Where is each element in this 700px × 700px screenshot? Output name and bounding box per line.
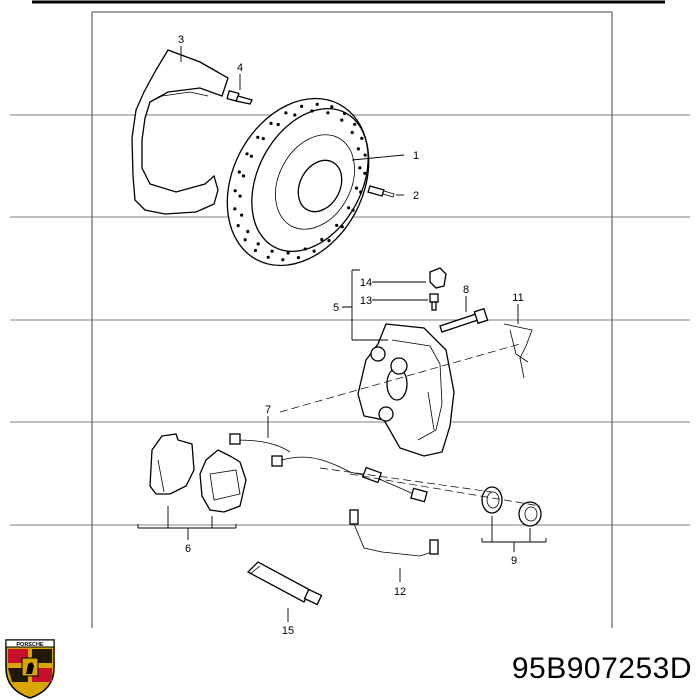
- disc-drill-hole: [233, 207, 237, 211]
- disc-drill-hole: [281, 258, 285, 262]
- piston-seal-small: [518, 501, 542, 527]
- disc-drill-hole: [266, 255, 270, 259]
- porsche-crest-logo: PORSCHE: [5, 639, 55, 699]
- brake-shield: [131, 49, 229, 215]
- disc-drill-hole: [249, 154, 253, 158]
- callout-15: 15: [282, 625, 294, 637]
- brake-line-12: [349, 509, 439, 557]
- disc-drill-hole: [236, 224, 240, 228]
- disc-drill-hole: [284, 111, 288, 115]
- spring-clip-11: [503, 323, 533, 379]
- callout-6: 6: [185, 543, 191, 555]
- brake-pad-left: [149, 433, 195, 495]
- disc-drill-hole: [243, 238, 247, 242]
- brake-disc: [226, 97, 370, 267]
- disc-drill-hole: [358, 166, 362, 170]
- brake-caliper: [357, 323, 455, 457]
- crest-wordmark: PORSCHE: [16, 642, 44, 648]
- disc-drill-hole: [354, 186, 359, 190]
- disc-drill-hole: [359, 190, 363, 194]
- callout-4: 4: [237, 62, 243, 74]
- wear-sensor-7: [229, 433, 428, 503]
- disc-drill-hole: [356, 147, 360, 151]
- grease-tube-15: [246, 561, 323, 606]
- callout-13: 13: [360, 295, 372, 307]
- disc-drill-hole: [347, 206, 351, 210]
- disc-drill-hole: [233, 189, 237, 193]
- disc-drill-hole: [310, 109, 314, 113]
- disc-drill-hole: [270, 249, 274, 253]
- disc-drill-hole: [245, 152, 249, 156]
- part-number: 95B907253D: [511, 652, 692, 685]
- disc-drill-hole: [350, 130, 354, 135]
- disc-drill-hole: [253, 248, 257, 253]
- disc-drill-hole: [351, 208, 355, 212]
- callout-1: 1: [413, 150, 419, 162]
- callout-5: 5: [333, 302, 339, 314]
- disc-drill-hole: [256, 242, 260, 246]
- disc-drill-hole: [320, 237, 324, 242]
- bolt-4: [226, 90, 253, 105]
- wheel-bolt-2: [367, 185, 395, 198]
- callout-leaders: [137, 46, 547, 622]
- disc-drill-hole: [237, 170, 241, 174]
- disc-drill-hole: [343, 111, 347, 116]
- disc-drill-hole: [269, 121, 273, 125]
- callout-11: 11: [512, 292, 523, 304]
- disc-drill-hole: [326, 111, 330, 115]
- disc-drill-hole: [363, 171, 367, 175]
- callout-7: 7: [265, 404, 271, 416]
- disc-drill-hole: [300, 104, 304, 108]
- disc-drill-hole: [296, 256, 300, 260]
- callout-labels: 3 4 1 2 14 13 5 8 11 7 6 9 12 15: [178, 34, 524, 637]
- disc-drill-hole: [293, 113, 297, 117]
- disc-drill-hole: [315, 102, 319, 106]
- callout-14: 14: [360, 277, 372, 289]
- disc-drill-hole: [340, 118, 344, 122]
- brake-pad-right: [199, 449, 247, 513]
- disc-drill-hole: [256, 135, 260, 139]
- callout-12: 12: [394, 586, 406, 598]
- disc-drill-hole: [340, 225, 344, 229]
- disc-drill-hole: [238, 194, 242, 198]
- disc-drill-hole: [335, 223, 339, 227]
- disc-drill-hole: [360, 136, 364, 140]
- disc-drill-hole: [312, 249, 316, 253]
- disc-drill-hole: [276, 122, 280, 127]
- bleeder-cap-14: [429, 267, 447, 289]
- callout-3: 3: [178, 34, 184, 46]
- bleeder-screw-13: [429, 293, 439, 311]
- disc-drill-hole: [261, 137, 265, 141]
- disc-drill-hole: [330, 105, 334, 109]
- alignment-lines: [279, 343, 541, 507]
- disc-drill-hole: [363, 153, 367, 157]
- disc-drill-hole: [327, 239, 331, 243]
- disc-drill-hole: [241, 174, 246, 178]
- disc-drill-hole: [240, 213, 244, 217]
- callout-2: 2: [413, 190, 419, 202]
- disc-drill-hole: [303, 247, 307, 251]
- disc-drill-hole: [286, 251, 290, 255]
- piston-seal-large: [481, 486, 503, 514]
- callout-8: 8: [463, 284, 469, 296]
- callout-9: 9: [511, 555, 517, 567]
- disc-drill-hole: [246, 229, 250, 234]
- caliper-bolt-8: [439, 307, 489, 333]
- disc-drill-hole: [353, 122, 357, 126]
